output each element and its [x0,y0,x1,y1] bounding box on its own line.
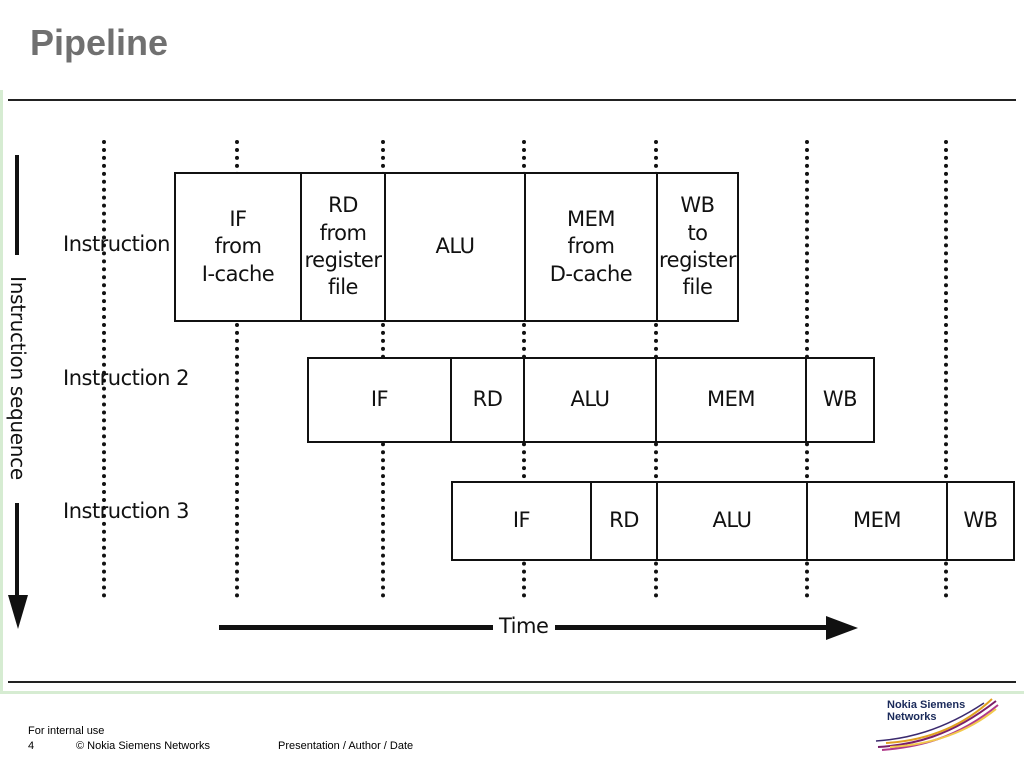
stage-rd: RD from register file [302,174,386,320]
instruction-1-pipeline: IF from I-cache RD from register file AL… [174,172,739,322]
logo-line-2: Networks [887,711,937,723]
sequence-axis-text: Instruction sequence [6,276,30,480]
stage-wb: WB to register file [659,193,737,300]
time-marker [944,140,948,598]
time-axis-line-left [219,625,493,630]
page-title: Pipeline [30,22,169,63]
stage-wb: WB [963,508,998,533]
sequence-axis-line-bottom [15,503,19,603]
sequence-axis-label: Instruction sequence [0,272,38,484]
row-label-instruction-1: Instruction 1 [63,232,189,256]
stage-if: IF [309,359,452,441]
sequence-arrow-head [8,595,28,629]
stage-alu: ALU [525,359,657,441]
stage-rd: RD [592,483,658,559]
stage-if: IF from I-cache [176,174,302,320]
instruction-3-pipeline: IF RD ALU MEM WB [451,481,1015,561]
stage-alu: ALU [386,174,526,320]
time-axis-label: Time [499,614,549,638]
time-marker [235,140,239,598]
stage-mem: MEM [657,359,807,441]
footer-copyright: © Nokia Siemens Networks [76,740,211,752]
footer-presentation: Presentation / Author / Date [278,740,414,752]
bottom-rule [8,681,1016,683]
stage-if: IF [453,483,592,559]
diagram-frame [0,90,1024,694]
logo-line-1: Nokia Siemens [887,699,966,711]
stage-rd: RD [452,359,525,441]
time-marker [102,140,106,598]
footer-internal-use: For internal use [28,725,105,737]
time-axis-line-right [555,625,833,630]
footer-page-number: 4 [28,740,35,752]
row-label-instruction-2: Instruction 2 [63,366,189,390]
instruction-2-pipeline: IF RD ALU MEM WB [307,357,875,443]
sequence-axis-line-top [15,155,19,255]
stage-mem: MEM from D-cache [526,174,658,320]
stage-mem: MEM [808,483,948,559]
top-rule [8,99,1016,101]
time-arrow-head [826,616,858,640]
stage-wb: WB [822,387,858,412]
stage-alu: ALU [658,483,808,559]
row-label-instruction-3: Instruction 3 [63,499,189,523]
company-logo-text: Nokia Siemens Networks [887,699,965,723]
company-logo-swoosh [875,698,999,751]
